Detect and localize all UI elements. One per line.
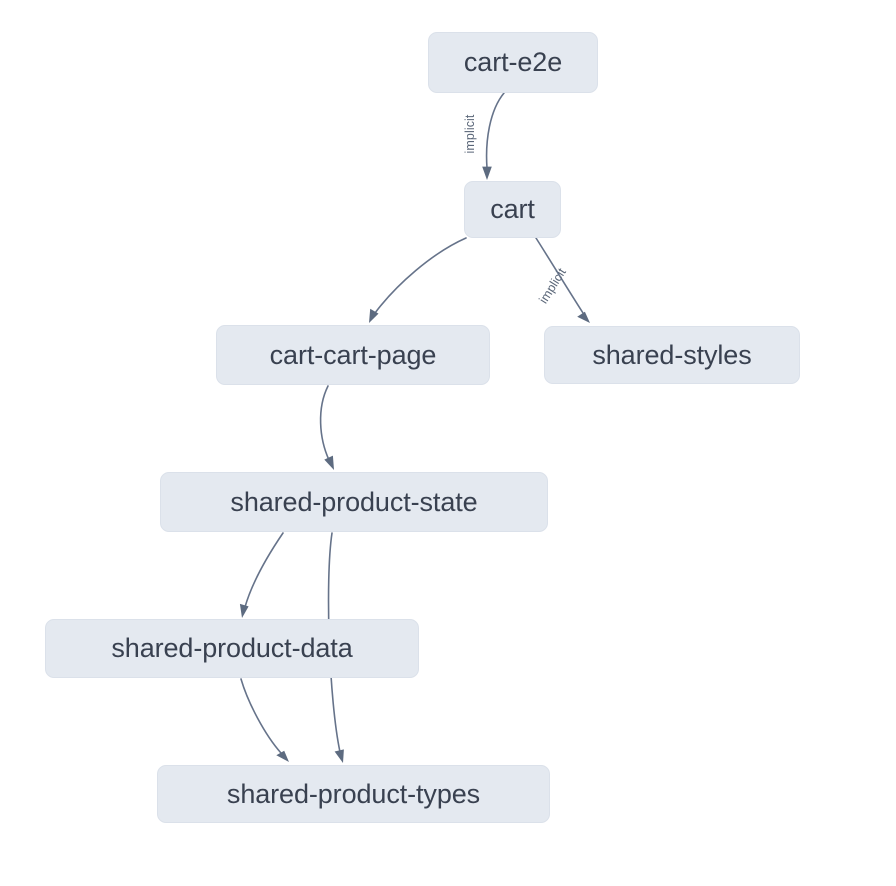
edge-label: implicit: [463, 114, 477, 153]
graph-node-cart[interactable]: cart: [464, 181, 561, 238]
edge-arrowhead-icon: [324, 455, 334, 470]
graph-edge-shared-product-state--shared-product-data: [239, 532, 284, 618]
graph-edge-cart-cart-page--shared-product-state: [319, 385, 334, 470]
graph-node-shared-product-types[interactable]: shared-product-types: [157, 765, 550, 823]
graph-node-cart-e2e[interactable]: cart-e2e: [428, 32, 598, 93]
edge-line: [244, 532, 284, 608]
graph-node-shared-styles[interactable]: shared-styles: [544, 326, 800, 384]
graph-node-label: shared-styles: [592, 339, 752, 370]
graph-node-label: cart: [490, 194, 535, 224]
graph-edge-cart--cart-cart-page: [369, 237, 467, 323]
graph-node-label: cart-e2e: [463, 47, 563, 77]
edge-line: [535, 237, 584, 314]
graph-node-label: shared-product-state: [230, 486, 478, 517]
edge-arrowhead-icon: [334, 749, 344, 763]
graph-node-label: cart-cart-page: [269, 339, 437, 370]
edge-line: [240, 678, 282, 754]
graph-node-shared-product-data[interactable]: shared-product-data: [45, 619, 419, 678]
graph-node-cart-cart-page[interactable]: cart-cart-page: [216, 325, 490, 385]
edge-arrowhead-icon: [276, 750, 289, 762]
graph-node-label: shared-product-data: [111, 633, 353, 663]
edge-arrowhead-icon: [577, 311, 590, 323]
edge-arrowhead-icon: [239, 603, 249, 618]
graph-edge-cart-e2e--cart: implicit: [463, 92, 505, 180]
graph-node-label: shared-product-types: [226, 778, 481, 809]
edge-arrowhead-icon: [482, 166, 492, 180]
edge-arrowhead-icon: [369, 308, 379, 323]
graph-edge-shared-product-data--shared-product-types: [240, 678, 289, 762]
edge-line: [374, 237, 467, 314]
graph-node-shared-product-state[interactable]: shared-product-state: [160, 472, 548, 532]
edge-label: implicit: [536, 265, 569, 306]
graph-edge-cart--shared-styles: implicit: [535, 237, 590, 323]
edge-line: [319, 385, 330, 461]
edge-line: [485, 92, 505, 169]
